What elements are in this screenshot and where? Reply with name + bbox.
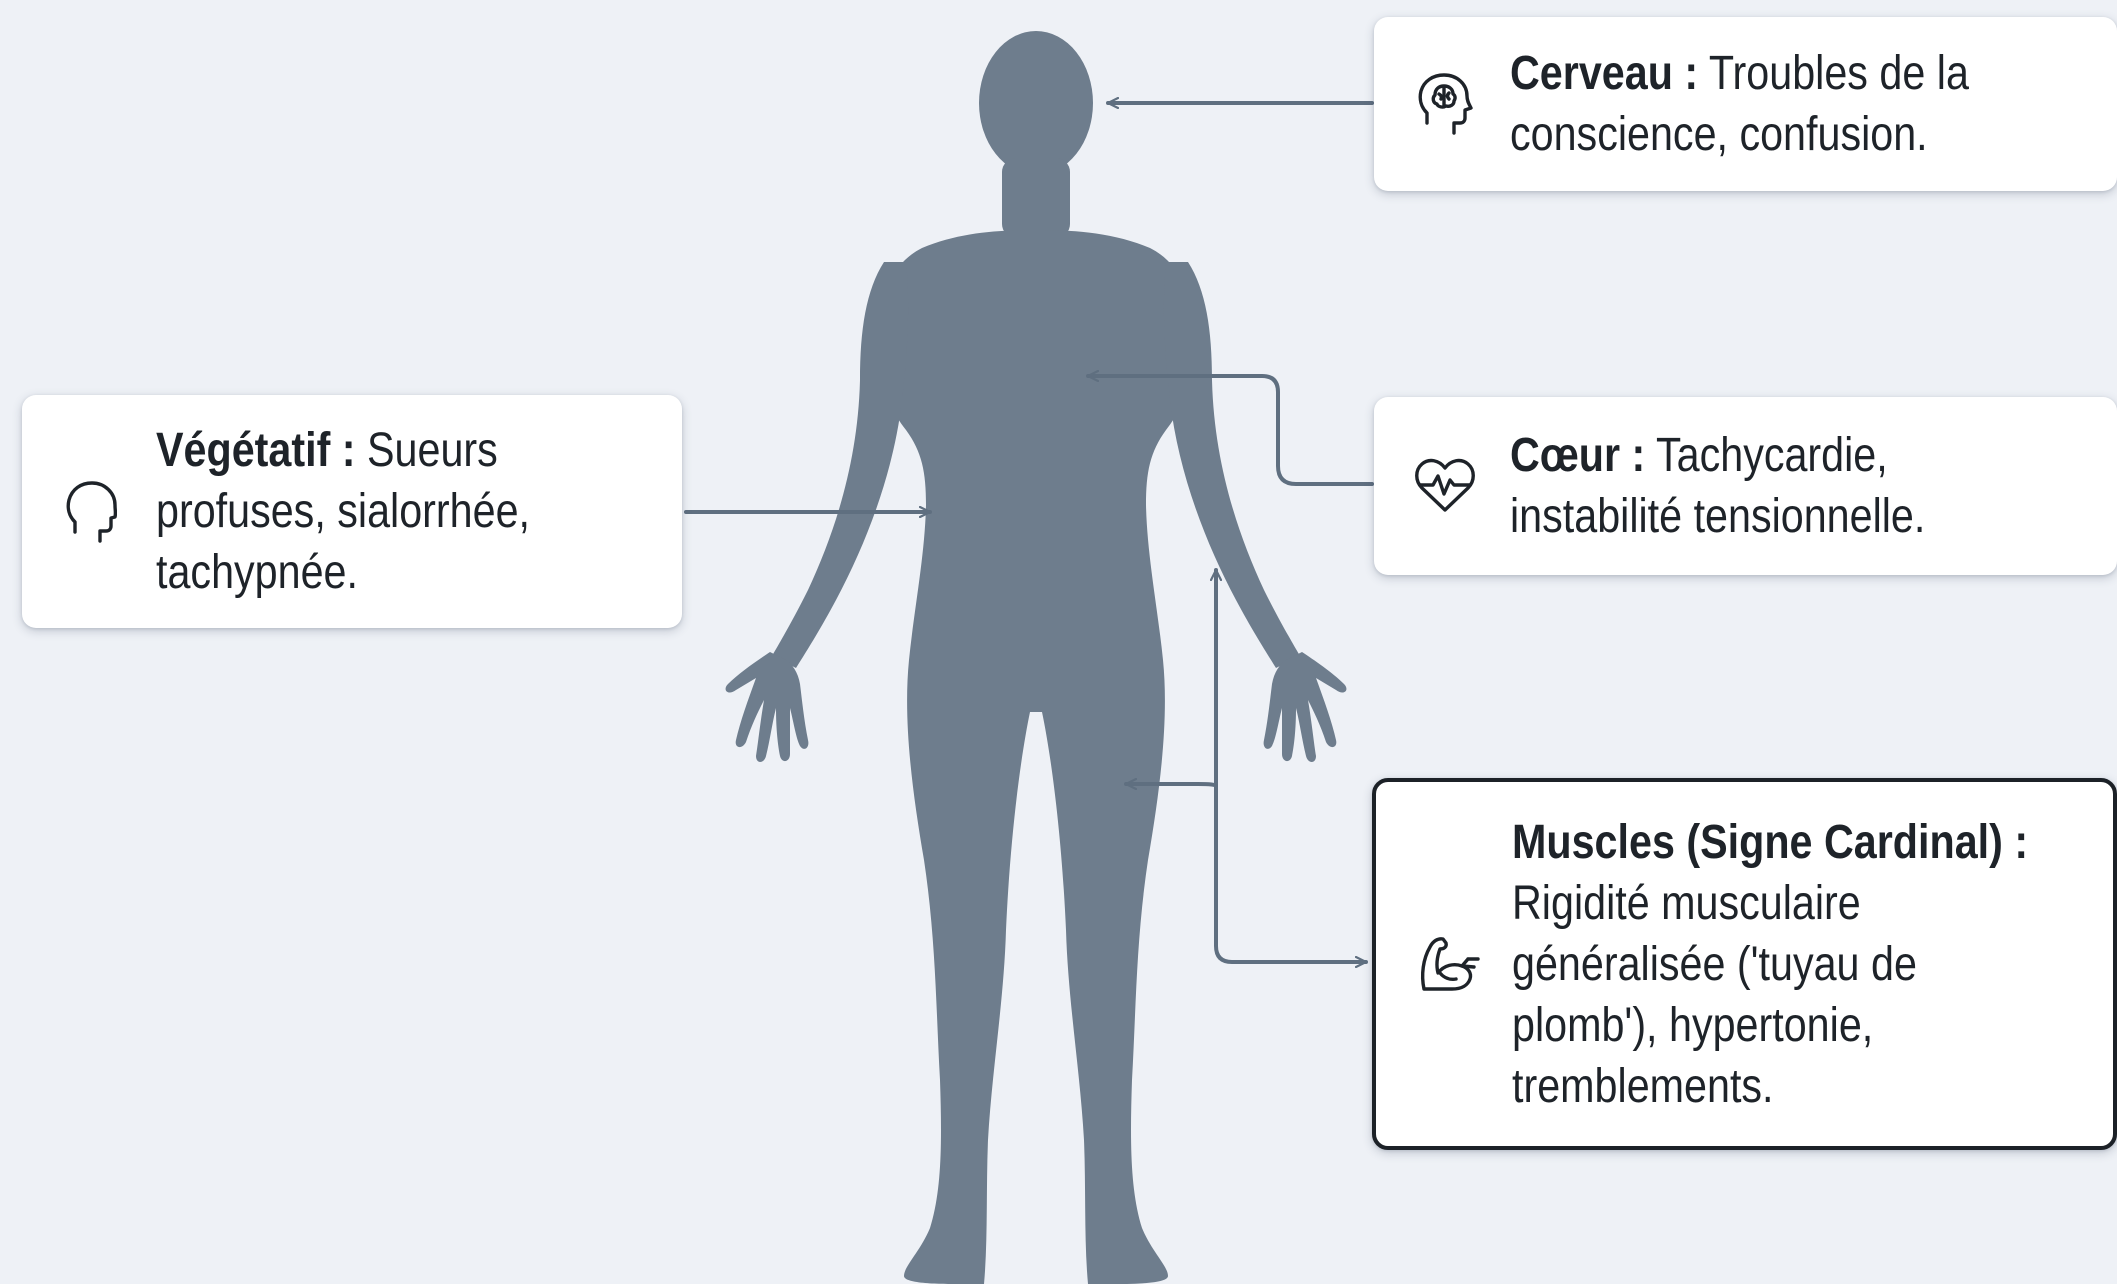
coeur-text: Cœur : Tachycardie, instabilité tensionn… <box>1510 425 1925 547</box>
vegetatif-text: Végétatif : Sueurs profuses, sialorrhée,… <box>156 420 530 603</box>
silhouette-left-hand <box>726 652 809 762</box>
flexed-arm-icon <box>1410 935 1490 993</box>
head-profile-icon <box>56 480 126 544</box>
cerveau-line-2: conscience, confusion. <box>1510 104 1969 165</box>
coeur-line-1: Tachycardie, <box>1656 429 1888 482</box>
silhouette-torso-legs <box>878 230 1195 1284</box>
card-cerveau: Cerveau : Troubles de la conscience, con… <box>1374 17 2117 191</box>
arrow-muscles-thigh <box>1126 784 1216 786</box>
arrow-muscles-card <box>1216 786 1366 962</box>
muscles-line-2: Rigidité musculaire <box>1512 873 2028 934</box>
muscles-text: Muscles (Signe Cardinal) : Rigidité musc… <box>1512 812 2028 1117</box>
silhouette-neck <box>1002 158 1070 238</box>
cerveau-line-1: Troubles de la <box>1709 47 1969 100</box>
silhouette-head <box>979 31 1093 175</box>
card-coeur: Cœur : Tachycardie, instabilité tensionn… <box>1374 397 2117 575</box>
muscles-line-3: généralisée ('tuyau de <box>1512 934 2028 995</box>
muscles-line-5: tremblements. <box>1512 1056 2028 1117</box>
silhouette-right-hand <box>1264 652 1347 762</box>
human-silhouette <box>726 31 1347 1284</box>
card-muscles: Muscles (Signe Cardinal) : Rigidité musc… <box>1372 778 2117 1150</box>
heart-pulse-icon <box>1410 458 1480 514</box>
card-vegetatif: Végétatif : Sueurs profuses, sialorrhée,… <box>22 395 682 628</box>
vegetatif-line-3: tachypnée. <box>156 542 530 603</box>
muscles-line-4: plomb'), hypertonie, <box>1512 995 2028 1056</box>
cerveau-term: Cerveau : <box>1510 47 1698 100</box>
vegetatif-term: Végétatif : <box>156 424 356 477</box>
vegetatif-line-1: Sueurs <box>367 424 498 477</box>
brain-head-icon <box>1410 73 1480 135</box>
muscles-term: Muscles (Signe Cardinal) : <box>1512 812 2028 873</box>
coeur-term: Cœur : <box>1510 429 1645 482</box>
coeur-line-2: instabilité tensionnelle. <box>1510 486 1925 547</box>
vegetatif-line-2: profuses, sialorrhée, <box>156 481 530 542</box>
cerveau-text: Cerveau : Troubles de la conscience, con… <box>1510 43 1969 165</box>
silhouette-left-arm <box>772 262 908 668</box>
